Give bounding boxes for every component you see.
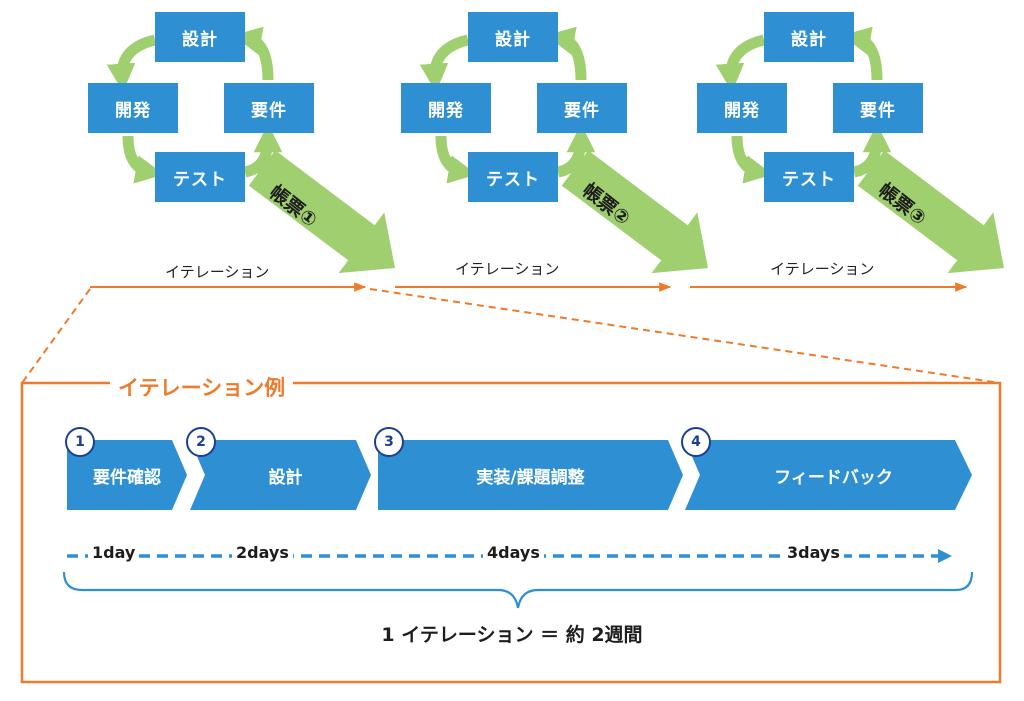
phase-chevron-3 [378,440,683,510]
cycle-arrows [106,26,892,184]
phase-number-1-icon: 1 [65,427,95,457]
phase-number-2-icon: 2 [186,427,216,457]
cycle-1-test-box: テスト [155,152,245,202]
cycle-3-arrow-2-icon [731,135,774,184]
phase-chevron-4 [685,440,972,510]
cycle-1-arrow-2-icon [122,135,165,184]
cycle-2-arrow-4-icon [545,26,587,81]
cycle-2-arrow-3-icon [556,123,596,178]
phase-label-3: 実装/課題調整 [476,467,585,488]
cycle-1-design-box: 設計 [155,12,245,62]
cycle-1-dev-box: 開発 [88,83,178,133]
cycle-2-test-box: テスト [468,152,558,202]
zoom-line-right [369,288,1001,384]
phase-number-3-icon: 3 [374,427,404,457]
example-frame [20,381,1002,684]
phase-label-1: 要件確認 [93,467,161,488]
cycle-3-design-box: 設計 [764,12,854,62]
phase-number-4-icon: 4 [681,427,711,457]
iteration-summary: 1 イテレーション ＝ 約 2週間 [381,624,643,646]
cycle-3-arrow-3-icon [852,123,892,178]
ticket-arrow-3-icon [857,150,1004,274]
summary-brace [62,571,974,609]
cycle-2-design-box: 設計 [468,12,558,62]
timeline-arrowhead [938,549,952,563]
phase-label-4: フィードバック [774,467,893,488]
ticket-arrows [248,150,1004,274]
phase-chevron-2 [190,440,371,510]
cycle-1-req-box: 要件 [224,83,314,133]
phase-chevrons [67,440,972,510]
phase-chevron-1 [67,440,187,510]
cycle-2-dev-box: 開発 [401,83,491,133]
cycle-2-arrow-2-icon [435,135,478,184]
duration-phase-2: 2days [232,543,293,562]
cycle-2-arrow-1-icon [419,34,470,93]
cycle-3-test-box: テスト [764,152,854,202]
cycle-2-req-box: 要件 [537,83,627,133]
example-title: イテレーション例 [110,372,294,402]
ticket-arrow-2-icon [561,150,708,274]
iteration-label-1: イテレーション [165,263,270,281]
ticket-arrow-1-icon [248,150,395,274]
cycle-1-arrow-1-icon [106,34,157,93]
cycle-1-arrow-3-icon [243,123,283,178]
cycle-3-arrow-4-icon [841,26,883,81]
duration-phase-3: 4days [483,543,544,562]
cycle-3-arrow-1-icon [715,34,766,93]
cycle-3-req-box: 要件 [833,83,923,133]
zoom-line-left [21,288,91,384]
duration-phase-4: 3days [783,543,844,562]
cycle-3-dev-box: 開発 [697,83,787,133]
iteration-label-3: イテレーション [770,260,875,278]
duration-phase-1: 1day [88,543,140,562]
phase-label-2: 設計 [268,467,303,488]
iteration-label-2: イテレーション [455,260,560,278]
cycle-1-arrow-4-icon [232,26,274,81]
